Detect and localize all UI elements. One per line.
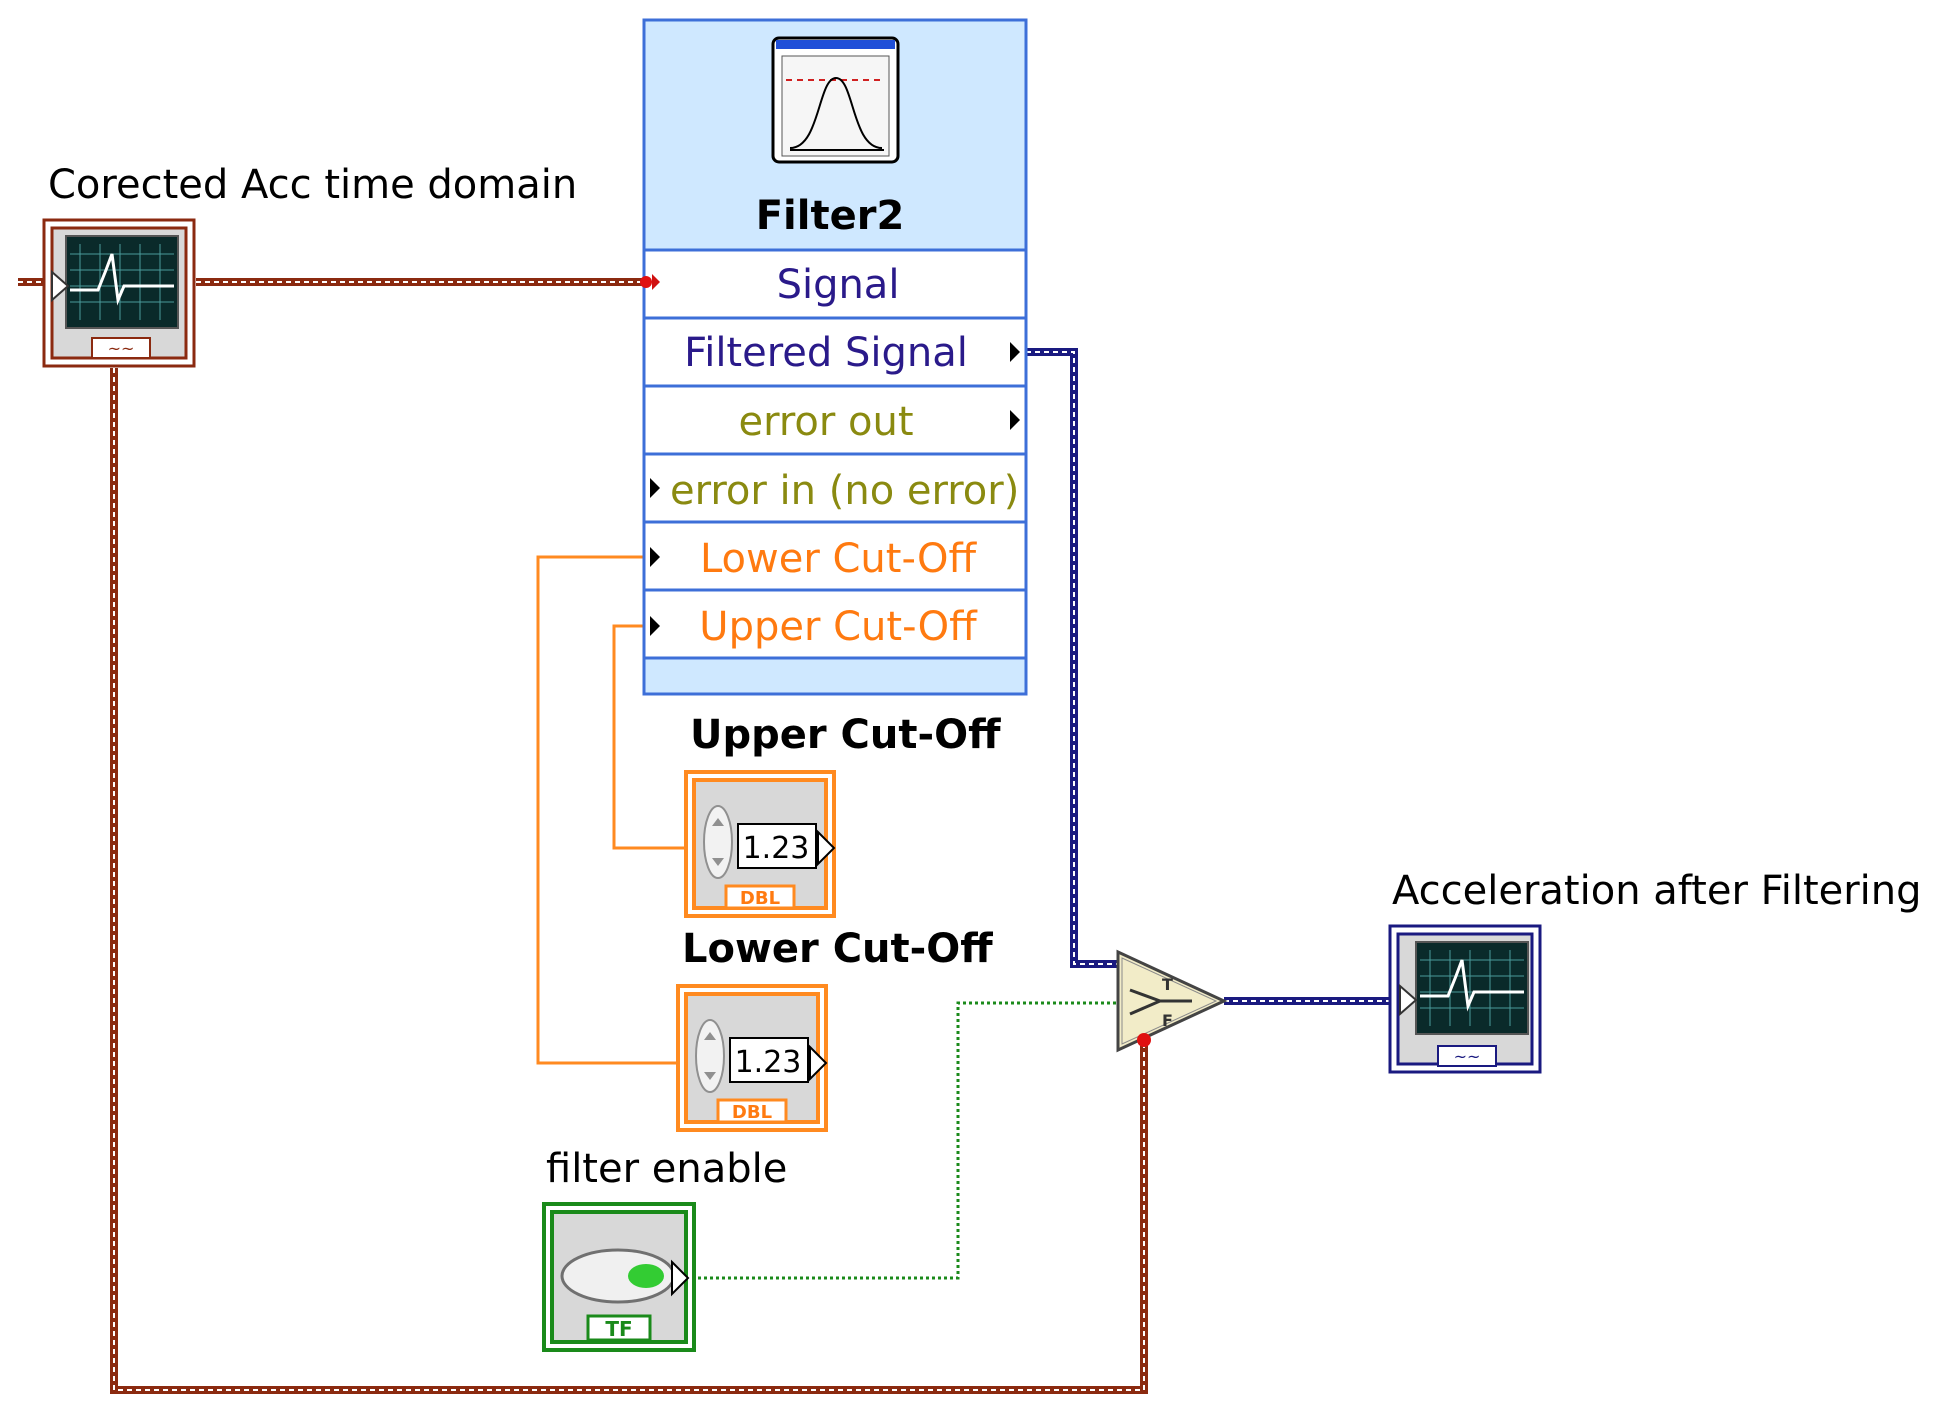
filter2-row-error-out[interactable]: error out <box>738 399 913 445</box>
boolean-toggle-icon <box>560 1248 676 1304</box>
lower-cutoff-control[interactable]: 1.23 DBL <box>676 984 828 1132</box>
filter2-row-signal[interactable]: Signal <box>777 262 900 308</box>
upper-cutoff-value: 1.23 <box>743 831 810 866</box>
acc-input-label: Corected Acc time domain <box>48 162 577 208</box>
upper-cutoff-output-arrow <box>817 829 836 867</box>
filter2-row-lower-cutoff[interactable]: Lower Cut-Off <box>700 536 978 582</box>
numeric-spinner-icon <box>695 1019 725 1093</box>
select-false-label: F <box>1162 1011 1173 1030</box>
filter-enable-label: filter enable <box>546 1146 787 1192</box>
filtered-signal-output-arrow[interactable] <box>1010 342 1020 362</box>
dbl-wire-lower[interactable] <box>536 555 680 1065</box>
numeric-spinner-icon <box>703 805 733 879</box>
waveform-graph-icon <box>1415 941 1529 1035</box>
select-branch-icon <box>1129 988 1192 1016</box>
filter2-row-filtered-signal[interactable]: Filtered Signal <box>684 330 968 376</box>
filter2-title: Filter2 <box>756 193 905 239</box>
lower-cutoff-value: 1.23 <box>735 1045 802 1080</box>
acc-output-label: Acceleration after Filtering <box>1392 868 1922 914</box>
lower-cutoff-type-badge: DBL <box>732 1102 772 1123</box>
select-true-label: T <box>1162 975 1173 994</box>
lower-cutoff-output-arrow <box>809 1044 828 1082</box>
filter-enable-control[interactable]: TF <box>542 1202 696 1352</box>
bool-wire-enable[interactable] <box>686 1001 1118 1280</box>
filter-enable-type-badge: TF <box>605 1317 632 1341</box>
acc-input-terminal[interactable]: ~~ <box>42 218 196 368</box>
error-in-input-arrow[interactable] <box>650 478 660 498</box>
filter2-row-error-in[interactable]: error in (no error) <box>670 468 1019 514</box>
acc-output-arrow-icon <box>1399 983 1418 1017</box>
error-out-output-arrow[interactable] <box>1010 410 1020 430</box>
waveform-wire-filtered[interactable] <box>1026 348 1118 968</box>
lower-cutoff-label: Lower Cut-Off <box>682 926 993 972</box>
lower-cutoff-input-arrow[interactable] <box>650 547 660 567</box>
upper-cutoff-type-badge: DBL <box>740 888 780 909</box>
upper-cutoff-input-arrow[interactable] <box>650 616 660 636</box>
select-coercion-dot <box>1137 1033 1151 1047</box>
dbl-wire-upper[interactable] <box>612 624 688 850</box>
select-node[interactable]: T F <box>1116 949 1228 1053</box>
upper-cutoff-label: Upper Cut-Off <box>690 712 1001 758</box>
acc-output-type-badge: ~~ <box>1454 1047 1481 1066</box>
signal-input-arrow[interactable] <box>652 274 660 290</box>
filter-enable-output-arrow <box>671 1259 690 1297</box>
filter2-row-upper-cutoff[interactable]: Upper Cut-Off <box>699 604 978 650</box>
upper-cutoff-control[interactable]: 1.23 DBL <box>684 770 836 918</box>
signal-coercion-dot <box>640 276 652 288</box>
dynamic-wire-bypass[interactable] <box>110 368 1148 1394</box>
waveform-graph-icon <box>65 235 179 329</box>
acc-input-arrow-icon <box>51 269 70 303</box>
bandpass-filter-icon <box>771 36 900 164</box>
filter2-express-vi[interactable]: Filter2 Signal Filtered Signal error out… <box>640 18 1028 696</box>
acc-output-terminal[interactable]: ~~ <box>1388 924 1542 1074</box>
acc-input-type-badge: ~~ <box>108 339 135 358</box>
